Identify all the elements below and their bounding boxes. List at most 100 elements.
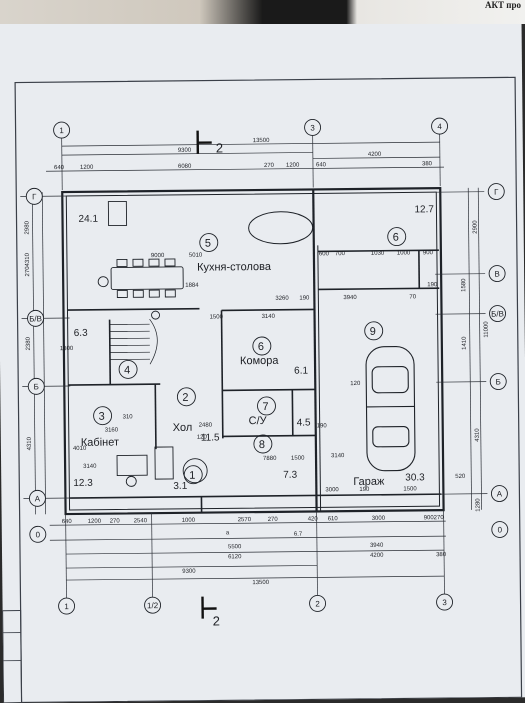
dim-interior-21: 7880 [263,456,277,462]
room-area-6: 12.3 [73,478,93,489]
room-number-0: 5 [205,238,211,250]
room-number-2: 9 [370,326,376,338]
room-area-8: 6.3 [74,328,88,339]
axis-right-4: А [491,485,507,501]
axis-left-0: Г [26,188,42,204]
room-name-1: Комора [240,355,279,367]
dim-left-0: 2980 [25,220,31,234]
axis-bottom-2: 2 [309,595,325,611]
dim-bottom-row-6: 270 [268,517,279,523]
dim-right-4: 4310 [475,428,481,442]
dim-bottom-row-1: 1200 [88,519,102,525]
dim-bottom-row-9: 3000 [372,516,386,522]
top-dimension-lines [46,134,445,190]
dim-interior-4: 3940 [343,295,357,301]
axis-left-2-label: Б [34,382,39,391]
axis-right-5-label: 0 [498,525,503,534]
oval-fixture-icon [248,211,312,244]
axis-left-4: 0 [30,526,46,542]
room-number-7: 1 [189,470,195,482]
dim-interior-0: 9000 [151,253,165,259]
axis-bottom-3: 3 [436,594,452,610]
dim-top-left: 9300 [178,148,192,154]
room-area-0: 24.1 [78,214,98,225]
dim-interior-14: 2480 [199,423,213,429]
dim-bottom-span: 6.7 [294,532,303,538]
axis-a-label: a [226,530,230,536]
room-name-3: Хол [173,422,193,434]
dim-bottom-row-7: 420 [308,516,319,522]
axis-top-2-label: 4 [437,122,442,131]
staircase [110,319,158,364]
dim-top-overall: 13500 [253,138,270,144]
room-name-4: С/У [249,415,268,427]
dim-interior-24: 520 [455,474,466,480]
room-number-3: 2 [182,392,188,404]
axis-right-0-label: Г [494,188,499,197]
section-mark-top: 2 [216,140,223,155]
dim-interior-3: 190 [299,295,310,301]
axis-bottom-1-label: 1/2 [147,601,159,610]
dim-interior-13: 1500 [210,314,224,320]
dim-bottom-row-0: 640 [62,519,73,525]
axis-top-1-label: 3 [310,123,315,132]
dim-interior-1: 5010 [189,253,203,259]
room-name-0: Кухня-столова [197,261,272,274]
dim-bottom-sub-0: 5500 [228,544,242,550]
dim-interior-5: 70 [409,294,416,300]
title-block-strip [3,611,22,703]
dim-interior-27: 1500 [403,486,417,492]
axis-right-1-label: В [494,270,499,279]
dining-table-icon [98,259,184,320]
axis-top-0: 1 [54,122,70,138]
axis-right-4-label: А [497,489,503,498]
axis-right-5: 0 [492,521,508,537]
dim-interior-19: 3140 [83,464,97,470]
dim-bottom-sub-4: 380 [436,552,447,558]
axis-left-3-label: А [35,494,41,503]
room-number-5: 8 [259,439,265,451]
dim-top-right: 4200 [368,152,382,158]
dim-bottom-row-4: 1000 [182,518,196,524]
room-name-2: Гараж [353,476,385,488]
room-area-2: 30.3 [405,472,425,483]
room-area-3: 11.5 [201,432,220,443]
dim-top-small-0: 640 [54,165,65,171]
axis-right-3-label: Б [496,378,501,387]
room-number-9: 6 [393,232,399,244]
axis-right-2-label: Б/В [491,309,504,318]
dim-top-small-1: 1200 [80,165,94,171]
axis-right-0: Г [488,183,504,199]
room-area-4: 4.5 [297,417,311,428]
room-number-8: 4 [124,364,130,376]
dim-bottom-row-8: 610 [328,516,339,522]
dim-top-small-5: 640 [316,162,327,168]
axis-bottom-0: 1 [58,598,74,614]
dim-bottom-overall: 13500 [252,580,269,586]
dim-interior-30: 190 [317,423,328,429]
dim-bottom-left: 9300 [182,569,196,575]
dim-bottom-sub-3: 4200 [370,553,384,559]
axis-right-3: Б [490,373,506,389]
dim-bottom-row-5: 2570 [238,517,252,523]
axis-right-2: Б/В [489,305,505,321]
room-area-7: 3.1 [173,481,187,492]
room-area-1: 6.1 [294,366,308,377]
axis-left-1-label: Б/В [29,314,42,323]
dim-interior-6: 1030 [371,251,385,257]
dim-top-small-4: 1200 [286,163,300,169]
outer-walls [62,188,443,514]
dim-bottom-sub-1: 6120 [228,554,242,560]
axis-right-1: В [489,265,505,281]
axis-left-3: А [29,490,45,506]
room-area-5: 7.3 [283,470,297,481]
axis-top-1: 3 [304,119,320,135]
room-name-6: Кабінет [81,437,119,449]
dim-interior-9: 700 [335,251,346,257]
dim-left-1: 4310 [25,252,31,266]
dim-bottom-row-11: 270 [434,515,445,521]
dim-interior-25: 3000 [325,487,339,493]
dim-right-1: 1580 [461,278,467,292]
